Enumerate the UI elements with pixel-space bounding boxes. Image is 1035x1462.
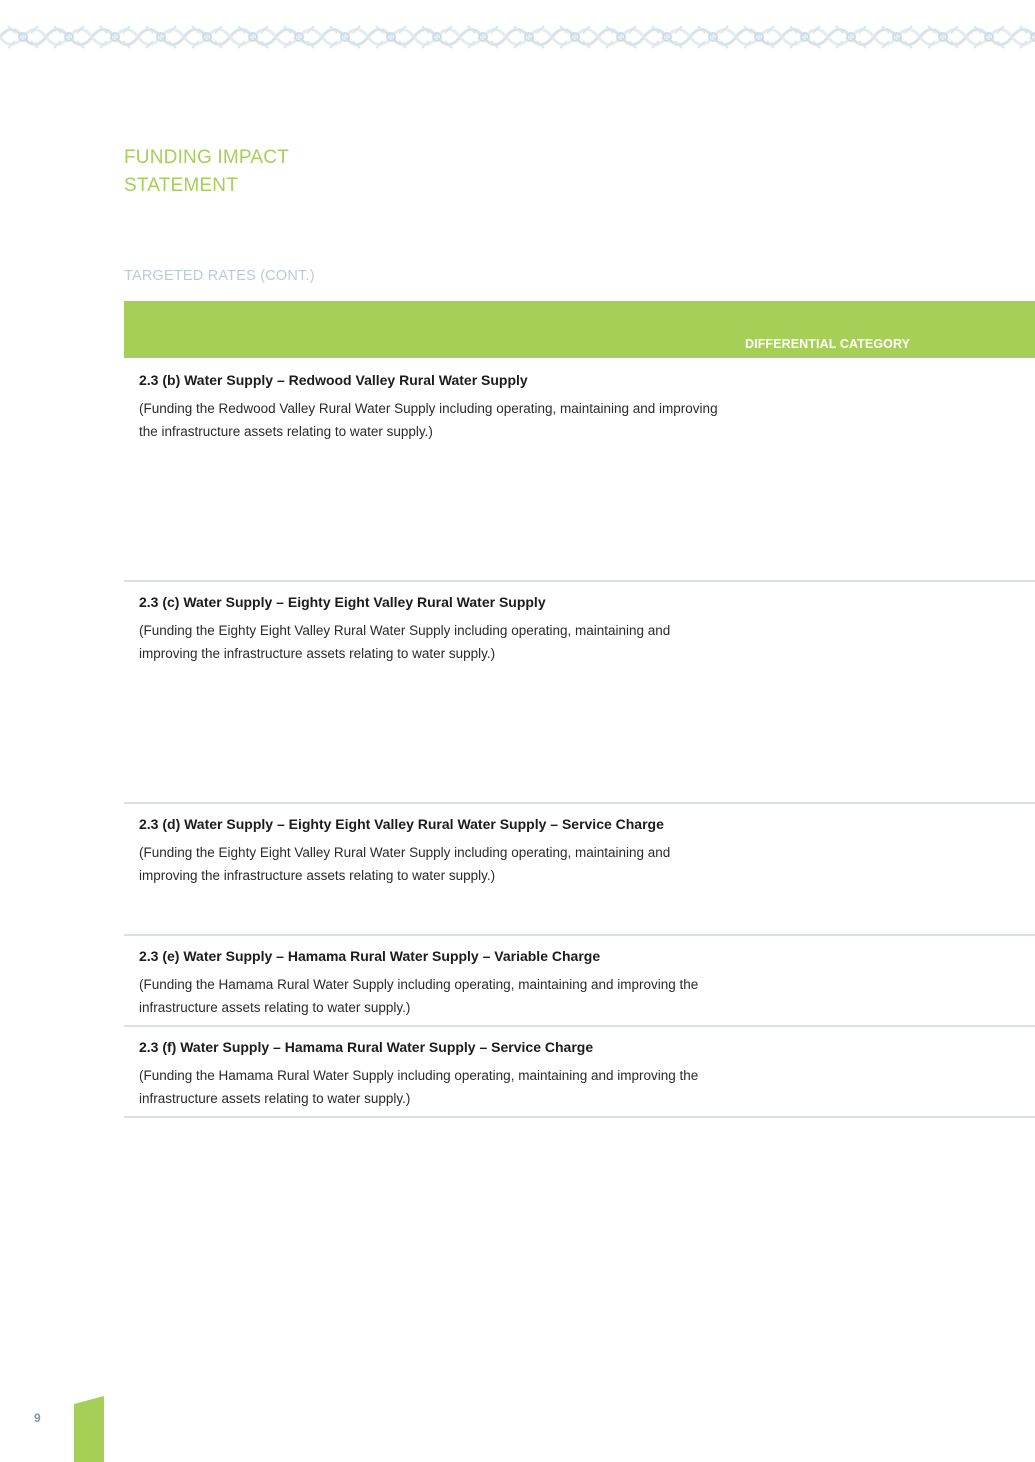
row-title: 2.3 (e) Water Supply – Hamama Rural Wate… [139, 948, 601, 964]
row-description: (Funding the Hamama Rural Water Supply i… [139, 977, 699, 1015]
page-title: FUNDING IMPACT STATEMENT [124, 144, 289, 200]
page-title-line-1: FUNDING IMPACT [124, 147, 289, 168]
table-row: 2.3 (f) Water Supply – Hamama Rural Wate… [124, 1025, 1035, 1118]
section-subheading: TARGETED RATES (CONT.) [124, 268, 315, 284]
row-description: (Funding the Eighty Eight Valley Rural W… [139, 845, 671, 883]
page-tab-marker [74, 1396, 104, 1462]
row-title: 2.3 (c) Water Supply – Eighty Eight Vall… [139, 594, 546, 610]
row-description: (Funding the Redwood Valley Rural Water … [139, 401, 718, 439]
decorative-header-band [0, 0, 1035, 62]
table-row: 2.3 (d) Water Supply – Eighty Eight Vall… [124, 802, 1035, 936]
page-number: 9 [34, 1411, 41, 1425]
row-title: 2.3 (f) Water Supply – Hamama Rural Wate… [139, 1039, 594, 1055]
row-title: 2.3 (d) Water Supply – Eighty Eight Vall… [139, 816, 664, 832]
row-description: (Funding the Hamama Rural Water Supply i… [139, 1068, 699, 1106]
table-row: 2.3 (e) Water Supply – Hamama Rural Wate… [124, 934, 1035, 1027]
column-header-differential-category: DIFFERENTIAL CATEGORY [745, 337, 911, 351]
table-header: DIFFERENTIAL CATEGORY [124, 301, 1035, 358]
page-title-line-2: STATEMENT [124, 175, 239, 196]
table-row: 2.3 (c) Water Supply – Eighty Eight Vall… [124, 580, 1035, 804]
row-title: 2.3 (b) Water Supply – Redwood Valley Ru… [139, 372, 528, 388]
row-description: (Funding the Eighty Eight Valley Rural W… [139, 623, 671, 661]
decorative-pattern [0, 20, 1035, 54]
table-row: 2.3 (b) Water Supply – Redwood Valley Ru… [124, 358, 1035, 582]
